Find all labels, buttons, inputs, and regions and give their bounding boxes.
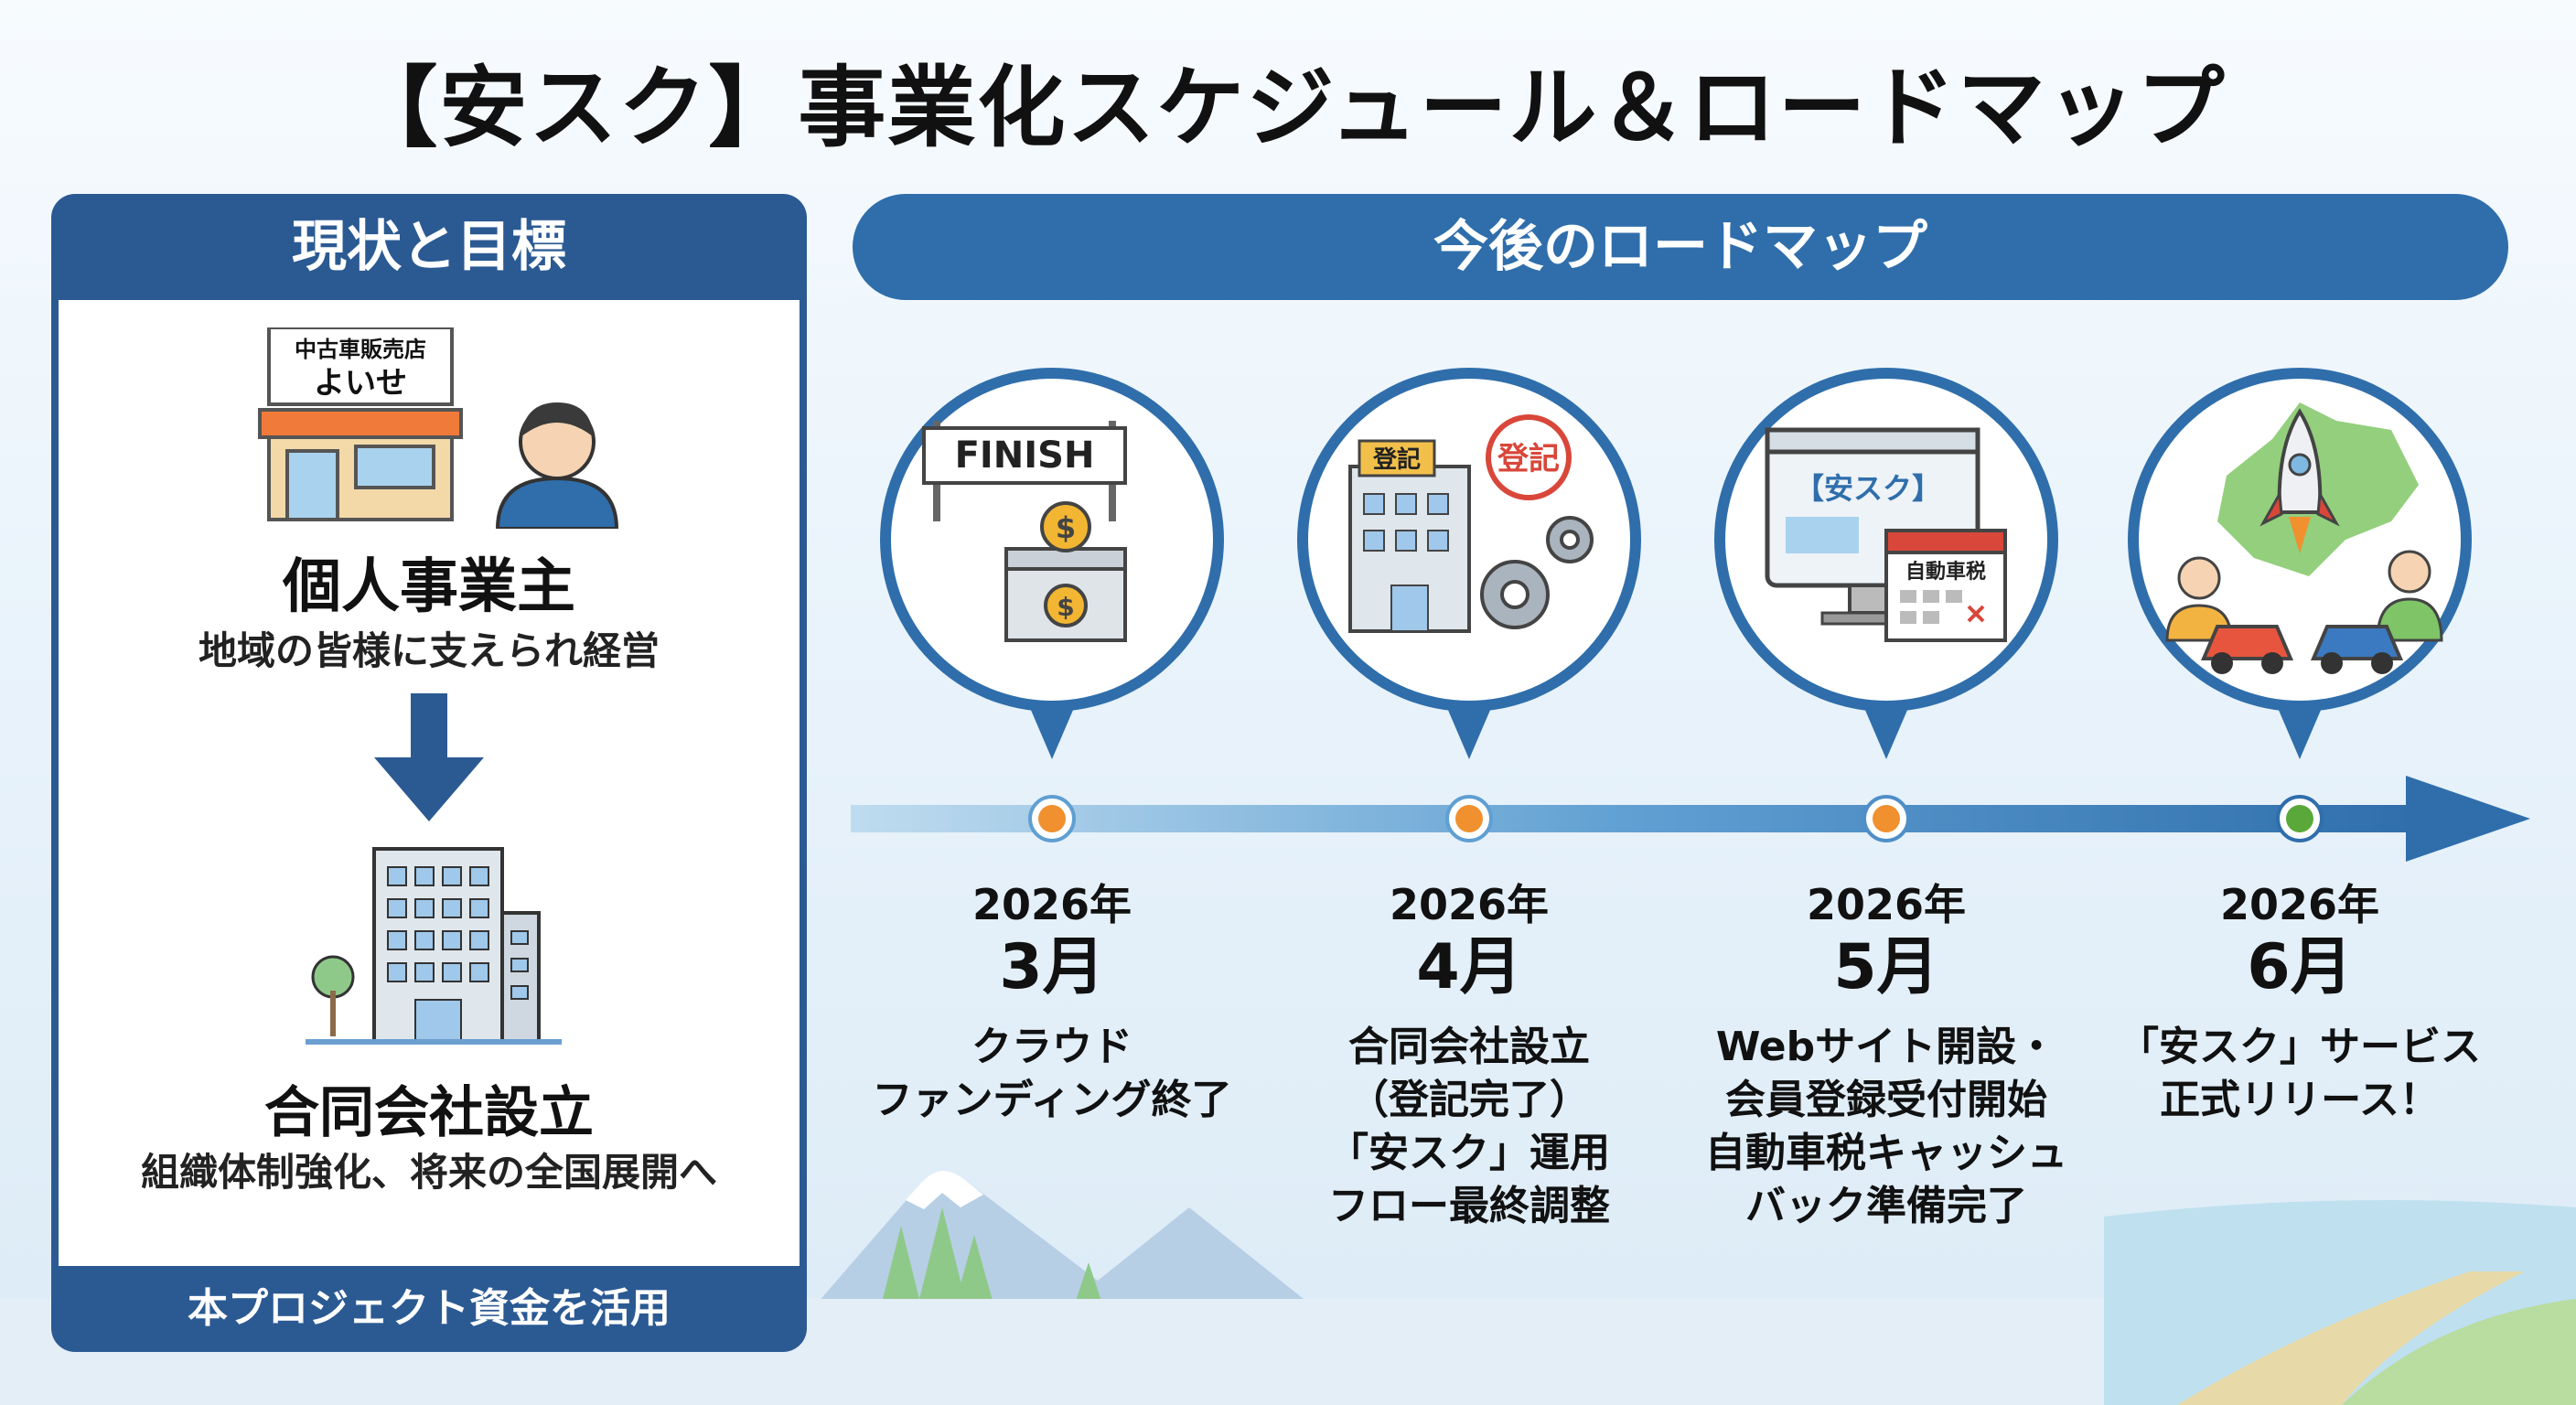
panel-body: 中古車販売店 よいせ 個人事業主 地域の皆様に支えられ経営	[59, 300, 800, 1266]
road	[2177, 1271, 2525, 1405]
current-and-goal-panel: 現状と目標 中古車販売店 よいせ 個人事業主 地域の皆様に支えられ経営	[51, 194, 807, 1352]
milestone-1: 2026年 3月 クラウド ファンディング終了	[851, 878, 1253, 1127]
website-title-text: 【安スク】	[1795, 471, 1941, 506]
milestone-2-bubble: 登記 登記	[1297, 368, 1641, 759]
timeline-dot-3-center	[1873, 805, 1900, 832]
milestone-year: 2026年	[971, 880, 1132, 929]
milestone-description: 「安スク」サービス 正式リリース！	[2119, 1024, 2481, 1123]
milestone-month: 3月	[999, 931, 1105, 1003]
registration-stamp-icon: 登記	[1486, 414, 1572, 500]
calendar-label: 自動車税	[1905, 560, 1986, 584]
rocket-icon	[2259, 408, 2340, 553]
goal-title: 合同会社設立	[264, 1081, 594, 1145]
mountain-left	[805, 1171, 1326, 1317]
milestone-2: 2026年 4月 合同会社設立 （登記完了） 「安スク」運用 フロー最終調整	[1268, 878, 1670, 1233]
svg-text:$: $	[1057, 592, 1074, 622]
panel-header: 現状と目標	[292, 215, 566, 279]
panel-footer: 本プロジェクト資金を活用	[188, 1285, 671, 1332]
calendar-icon: 自動車税	[1884, 529, 2007, 642]
goal-subtitle: 組織体制強化、将来の全国展開へ	[140, 1150, 717, 1195]
people-icon	[2165, 550, 2443, 642]
hill-green	[2342, 1299, 2576, 1405]
milestone-1-bubble: FINISH $ $	[880, 368, 1224, 759]
milestone-description: Webサイト開設・ 会員登録受付開始 自動車税キャッシュ バック準備完了	[1705, 1024, 2067, 1229]
shop-sign-small: 中古車販売店	[295, 337, 426, 362]
finish-banner-icon: FINISH	[922, 421, 1127, 521]
milestone-description: クラウド ファンディング終了	[872, 1024, 1232, 1123]
roadmap-header: 今後のロードマップ	[853, 194, 2508, 300]
milestone-4: 2026年 6月 「安スク」サービス 正式リリース！	[2098, 878, 2501, 1127]
milestone-3-bubble: 【安スク】 自動車税	[1714, 368, 2058, 759]
timeline-arrow	[851, 776, 2530, 862]
down-arrow-icon	[374, 693, 484, 821]
milestone-year: 2026年	[1806, 880, 1967, 929]
company-building-icon	[306, 847, 562, 1045]
milestone-month: 6月	[2247, 931, 2353, 1003]
shop-sign-large: よいせ	[314, 365, 407, 402]
timeline-dot-4-center	[2286, 805, 2313, 832]
page-title: 【安スク】事業化スケジュール＆ロードマップ	[349, 57, 2227, 159]
used-car-shop-icon: 中古車販売店 よいせ	[258, 327, 463, 521]
timeline-dot-1-center	[1038, 805, 1066, 832]
milestone-3: 2026年 5月 Webサイト開設・ 会員登録受付開始 自動車税キャッシュ バッ…	[1685, 878, 2088, 1233]
car-icon	[2200, 625, 2404, 674]
milestone-year: 2026年	[2219, 880, 2380, 929]
office-building-icon: 登記	[1348, 439, 1471, 633]
milestone-description: 合同会社設立 （登記完了） 「安スク」運用 フロー最終調整	[1328, 1024, 1610, 1229]
coin-box-icon: $ $	[1004, 501, 1127, 642]
timeline-dot-2-center	[1455, 805, 1483, 832]
timeline-dots	[1028, 795, 2324, 842]
registration-sign-text: 登記	[1372, 445, 1421, 474]
milestone-4-bubble	[2128, 368, 2472, 759]
milestone-month: 5月	[1833, 931, 1939, 1003]
current-status-subtitle: 地域の皆様に支えられ経営	[198, 628, 660, 673]
gear-icon	[1480, 516, 1594, 629]
milestone-month: 4月	[1416, 931, 1522, 1003]
registration-stamp-text: 登記	[1497, 441, 1560, 477]
business-owner-person-icon	[495, 402, 619, 529]
current-status-title: 個人事業主	[283, 553, 575, 621]
milestone-year: 2026年	[1389, 880, 1550, 929]
mountain-snow	[906, 1171, 983, 1209]
svg-text:$: $	[1056, 510, 1076, 545]
finish-banner-text: FINISH	[955, 434, 1095, 477]
